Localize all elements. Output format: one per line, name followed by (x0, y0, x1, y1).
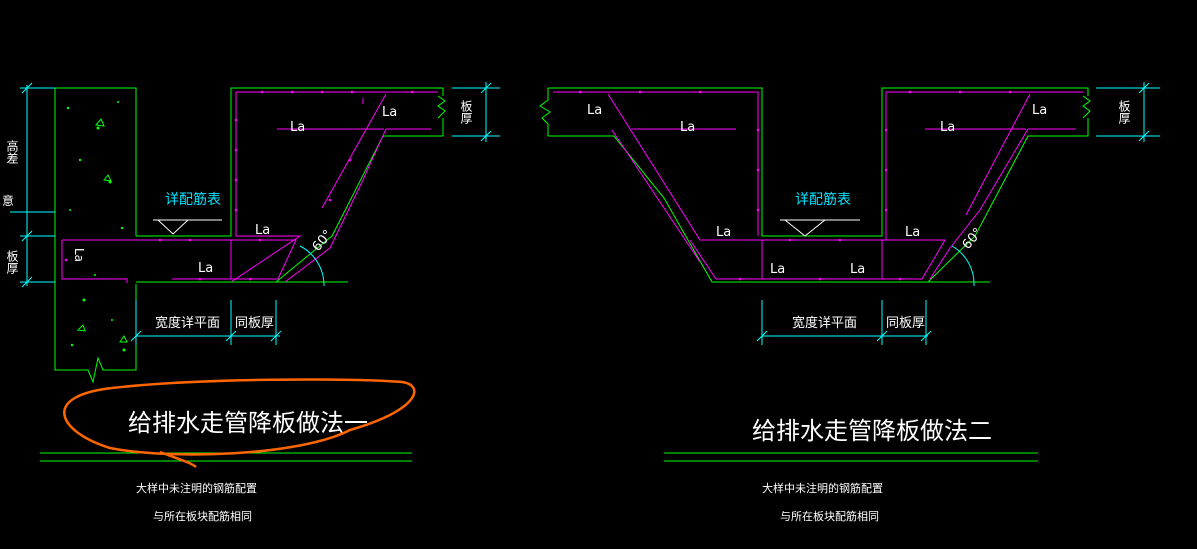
la-label: La (770, 262, 785, 277)
wall-dimension (10, 82, 55, 288)
rebar-lines (61, 91, 438, 283)
bottom-dimension (756, 300, 932, 345)
concrete-slab-outline (136, 87, 446, 283)
detail-2: 板厚 La La La La La La La La 详配筋表 60° 宽度详平… (539, 82, 1160, 523)
rebar-dots (64, 90, 414, 281)
la-label: La (587, 103, 602, 118)
label-drop-height: 高差 (5, 139, 19, 164)
label-same-thickness: 同板厚 (886, 316, 925, 331)
angle-arc (951, 245, 975, 287)
la-label: La (198, 261, 213, 276)
label-width: 宽度详平面 (155, 315, 220, 331)
title-underline (664, 452, 1038, 462)
label-slab-thickness-right: 板厚 (1117, 100, 1131, 124)
la-label: La (255, 223, 270, 238)
label-slab-thickness-right: 板厚 (459, 100, 473, 124)
detail-2-title: 给排水走管降板做法二 (752, 417, 992, 445)
right-slab-dimension (1096, 82, 1160, 142)
right-slab-dimension (452, 82, 500, 142)
la-label: La (905, 225, 920, 240)
la-label: La (850, 262, 865, 277)
concrete-wall (54, 87, 137, 384)
la-label-vertical: La (72, 248, 86, 262)
la-label: La (382, 105, 397, 120)
la-label: La (716, 225, 731, 240)
callout-marker (780, 219, 860, 237)
concrete-aggregate-dots (66, 101, 126, 352)
callout-text: 详配筋表 (795, 191, 851, 208)
rebar-lines (553, 91, 1083, 280)
detail-1-title: 给排水走管降板做法一 (128, 409, 368, 437)
la-label: La (1032, 103, 1047, 118)
label-drop-prefix: 意 (2, 193, 14, 208)
note-line-1: 大样中未注明的钢筋配置 (136, 481, 257, 495)
angle-label: 60° (960, 225, 986, 252)
hand-drawn-annotation-ellipse (63, 378, 416, 469)
callout-marker (153, 219, 222, 235)
detail-1: 高差 意 板厚 板厚 La La La La La 详配筋表 60° (2, 82, 500, 523)
concrete-slab-outline (539, 87, 1091, 283)
note-line-2: 与所在板块配筋相同 (153, 509, 252, 523)
la-label: La (680, 120, 695, 135)
label-width: 宽度详平面 (792, 315, 857, 331)
label-slab-thickness-left: 板厚 (5, 250, 19, 274)
note-line-2: 与所在板块配筋相同 (780, 509, 879, 523)
note-line-1: 大样中未注明的钢筋配置 (762, 481, 883, 495)
angle-label: 60° (310, 227, 336, 254)
la-label: La (290, 120, 305, 135)
label-same-thickness: 同板厚 (235, 316, 274, 331)
callout-text: 详配筋表 (165, 191, 221, 208)
la-label: La (940, 120, 955, 135)
rebar-dots (578, 90, 1012, 281)
angle-arc (299, 245, 325, 287)
bottom-dimension (130, 300, 282, 345)
